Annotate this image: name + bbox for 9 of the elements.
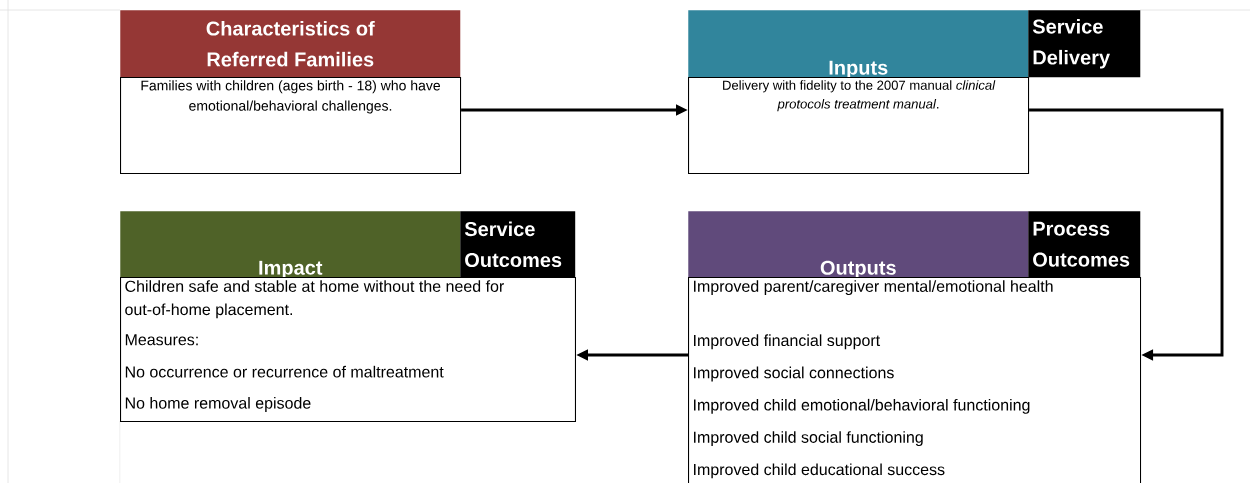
text-box: Delivery with fidelity to the 2007 manual clinical protocols treatment manual. (688, 77, 1030, 175)
text-box: Families with children (ages birth - 18) who have emotional/behavioral challenges. (120, 77, 462, 175)
header-box: Service Outcomes (460, 211, 576, 278)
header-box: Process Outcomes (1028, 211, 1141, 278)
text-box: Improved parent/caregiver mental/emotional health Improved financial support Improved social connections Improved child emotional/behavioral functioning Improved child social functioning Improved child educational success (688, 277, 1142, 483)
arrow (1029, 108, 1224, 361)
text-box: Children safe and stable at home without the need for out-of-home placement. Measures: No occurrence or recurrence of maltreatment No home removal episode (120, 277, 576, 423)
header-box: Service Delivery (1028, 10, 1141, 78)
header-box: Characteristics of Referred Families (120, 10, 461, 78)
